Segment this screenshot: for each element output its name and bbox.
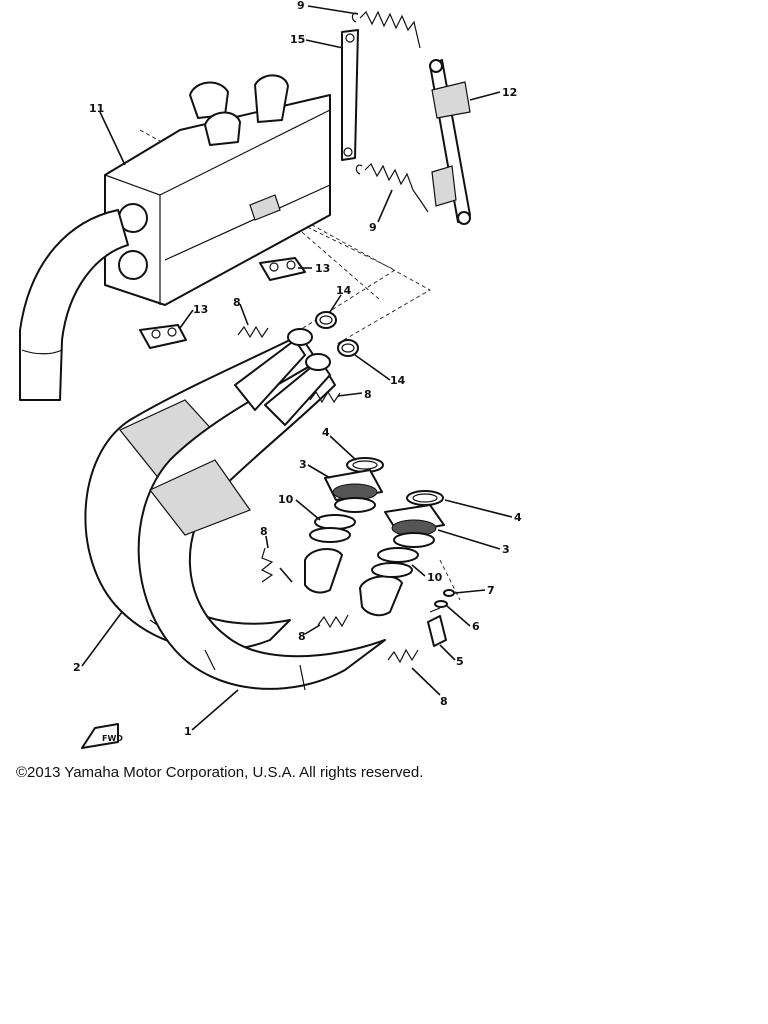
spring-8-e [387, 648, 419, 664]
callout-3-left: 3 [299, 458, 307, 471]
callout-8-b: 8 [364, 388, 372, 401]
callout-14-upper: 14 [336, 284, 352, 297]
leader-lines [81, 5, 513, 731]
callout-13-upper: 13 [315, 262, 330, 275]
spring-8-d [317, 614, 349, 629]
callout-14-lower: 14 [390, 374, 406, 387]
flange-3-left [324, 469, 383, 513]
rubber-mount-lower [139, 324, 187, 349]
bolt-5 [427, 607, 447, 647]
pipe-outlets [304, 548, 403, 617]
spring-8-b [309, 390, 341, 404]
fwd-label: FWD [102, 734, 123, 743]
spring-8-a [237, 325, 269, 339]
rubber-mount-upper [259, 257, 306, 281]
callout-10-right: 10 [427, 571, 443, 584]
gasket-14-lower [337, 339, 359, 357]
callout-9-lower: 9 [369, 221, 377, 234]
muffler-bracket [429, 59, 471, 225]
pipe-necks [234, 328, 331, 426]
callout-8-c: 8 [260, 525, 268, 538]
copyright-notice: ©2013 Yamaha Motor Corporation, U.S.A. A… [16, 764, 424, 781]
callout-13-lower: 13 [193, 303, 208, 316]
muffler-inlet-pipe [19, 209, 129, 401]
callout-12: 12 [502, 86, 517, 99]
callout-15: 15 [290, 33, 305, 46]
spring-9-lower [355, 162, 429, 213]
exhaust-pipe-right [137, 359, 386, 691]
callout-11: 11 [89, 102, 104, 115]
fwd-arrow-icon: FWD [81, 723, 123, 749]
callout-7: 7 [487, 584, 495, 597]
callout-8-e: 8 [440, 695, 448, 708]
callout-10-left: 10 [278, 493, 294, 506]
callout-4-left: 4 [322, 426, 330, 439]
callout-6: 6 [472, 620, 480, 633]
spring-8-c [260, 547, 274, 583]
callout-labels: 9 15 12 11 9 13 13 8 14 14 8 4 3 4 3 10 … [73, 0, 522, 738]
gasket-14-upper [315, 311, 337, 329]
o-ring-10-left [309, 514, 356, 543]
muffler-box [104, 74, 331, 306]
callout-8-a: 8 [233, 296, 241, 309]
callout-8-d: 8 [298, 630, 306, 643]
callout-1: 1 [184, 725, 192, 738]
flange-3-right [384, 504, 445, 548]
callout-9-upper: 9 [297, 0, 305, 12]
washer-7 [443, 589, 455, 597]
callout-3-right: 3 [502, 543, 510, 556]
callout-5: 5 [456, 655, 464, 668]
callout-2: 2 [73, 661, 81, 674]
spring-9-upper [351, 10, 421, 49]
o-ring-10-right [371, 547, 419, 578]
washer-6 [434, 600, 448, 608]
gasket-4-right [406, 490, 444, 506]
muffler-stay-bar [341, 29, 359, 161]
callout-4-right: 4 [514, 511, 522, 524]
